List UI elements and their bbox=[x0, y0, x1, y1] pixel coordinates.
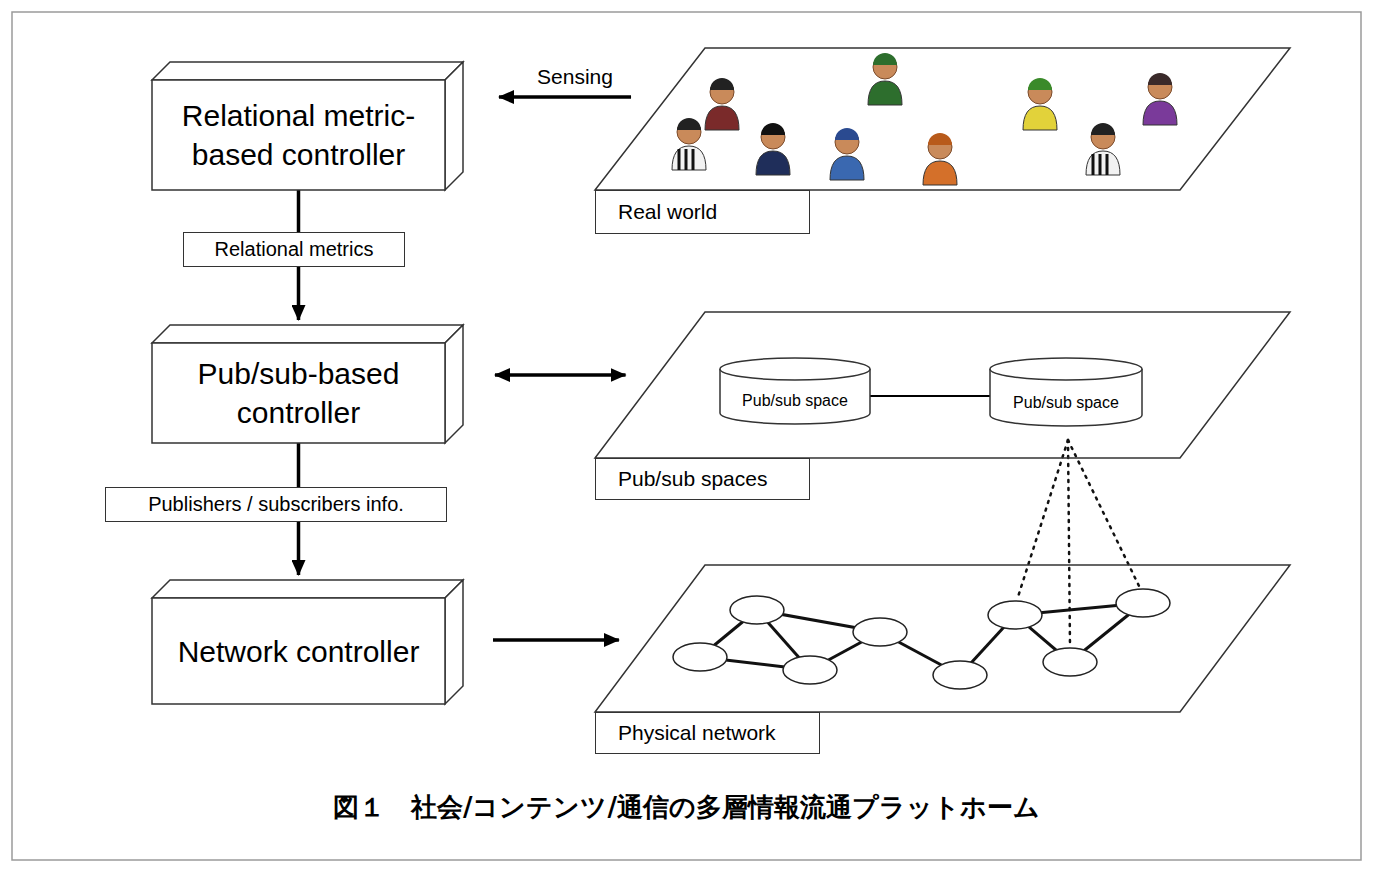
person-hair bbox=[1028, 78, 1052, 90]
connector-arrow bbox=[297, 267, 301, 320]
people-illustration bbox=[672, 53, 1177, 185]
person-body bbox=[705, 106, 739, 130]
person-hair bbox=[1091, 123, 1115, 135]
cube-front bbox=[152, 343, 445, 443]
cube-front bbox=[152, 80, 445, 190]
shape-outline bbox=[990, 358, 1142, 426]
person-hair bbox=[677, 118, 701, 130]
person-icon bbox=[923, 133, 957, 185]
layer-label: Real world bbox=[595, 190, 810, 234]
person-icon bbox=[1143, 73, 1177, 125]
cube-top bbox=[152, 580, 463, 598]
person-hair bbox=[710, 78, 734, 90]
person-body bbox=[672, 146, 706, 170]
connector-arrow bbox=[870, 395, 990, 397]
person-body bbox=[756, 151, 790, 175]
data-tag: Publishers / subscribers info. bbox=[105, 487, 447, 522]
cube-front bbox=[152, 598, 445, 704]
person-hair bbox=[761, 123, 785, 135]
person-body bbox=[1143, 101, 1177, 125]
shape-outline bbox=[595, 48, 1290, 190]
person-hair bbox=[1148, 73, 1172, 85]
layer-plane: Pub/sub spaces Pub/sub space Pub/sub space bbox=[595, 312, 1290, 500]
cylinder-top bbox=[990, 358, 1142, 380]
cube-side bbox=[445, 580, 463, 704]
cube-top bbox=[152, 62, 463, 80]
layer-name: Physical network bbox=[618, 721, 776, 745]
network-hosts bbox=[673, 589, 1170, 689]
edge-label: Sensing bbox=[535, 65, 615, 89]
shape-outline bbox=[595, 565, 1290, 712]
controller-box: Relational metric-based controller bbox=[152, 80, 445, 190]
connector-arrow bbox=[499, 95, 631, 99]
shape-outline bbox=[720, 358, 870, 424]
person-body bbox=[830, 156, 864, 180]
connector-arrow bbox=[493, 638, 619, 642]
plane-outline bbox=[595, 312, 1290, 458]
connector-arrow bbox=[297, 522, 301, 575]
person-icon bbox=[672, 118, 706, 170]
person-hair bbox=[873, 53, 897, 65]
outer-frame bbox=[12, 12, 1361, 860]
cube-side bbox=[445, 325, 463, 443]
person-icon bbox=[705, 78, 739, 130]
cube-top bbox=[152, 325, 463, 343]
layer-label: Pub/sub spaces bbox=[595, 458, 810, 500]
pubsub-cylinder: Pub/sub space bbox=[720, 358, 870, 424]
person-icon bbox=[756, 123, 790, 175]
connector-arrow bbox=[495, 373, 626, 377]
person-body bbox=[868, 81, 902, 105]
figure-caption: 図１ 社会/コンテンツ/通信の多層情報流通プラットホーム bbox=[0, 790, 1373, 825]
tag-label: Relational metrics bbox=[215, 238, 374, 261]
layer-name: Pub/sub spaces bbox=[618, 467, 767, 491]
layer-label: Physical network bbox=[595, 712, 820, 754]
person-icon bbox=[1023, 78, 1057, 130]
data-tag: Relational metrics bbox=[183, 232, 405, 267]
stripe bbox=[692, 149, 695, 170]
layer-plane: Real world bbox=[595, 48, 1290, 234]
person-body bbox=[1023, 106, 1057, 130]
shape-outline bbox=[152, 80, 445, 190]
controller-box: Network controller bbox=[152, 598, 445, 704]
controller-label: Relational metric-based controller bbox=[164, 96, 433, 174]
stripe bbox=[1106, 154, 1109, 175]
tag-label: Publishers / subscribers info. bbox=[148, 493, 404, 516]
cylinder-label: Pub/sub space bbox=[742, 392, 848, 410]
layer-name: Real world bbox=[618, 200, 717, 224]
person-body bbox=[1086, 151, 1120, 175]
cylinder-top bbox=[720, 358, 870, 380]
layer-plane: Physical network bbox=[595, 565, 1290, 754]
cube-side bbox=[445, 62, 463, 190]
stripe bbox=[1092, 154, 1095, 175]
controller-label: Pub/sub-based controller bbox=[164, 354, 433, 432]
person-icon bbox=[830, 128, 864, 180]
cylinder-label: Pub/sub space bbox=[1013, 394, 1119, 412]
person-hair bbox=[928, 133, 952, 145]
person-icon bbox=[868, 53, 902, 105]
connector-arrow bbox=[297, 443, 301, 487]
person-body bbox=[923, 161, 957, 185]
connector-arrow bbox=[297, 190, 301, 232]
plane-outline bbox=[595, 565, 1290, 712]
stripe bbox=[685, 149, 688, 170]
shape-outline bbox=[595, 312, 1290, 458]
mapping-dotted-lines bbox=[1017, 440, 1140, 647]
stripe bbox=[678, 149, 681, 170]
person-hair bbox=[835, 128, 859, 140]
plane-outline bbox=[595, 48, 1290, 190]
stripe bbox=[1099, 154, 1102, 175]
person-icon bbox=[1086, 123, 1120, 175]
controller-box: Pub/sub-based controller bbox=[152, 343, 445, 443]
pubsub-cylinder: Pub/sub space bbox=[990, 358, 1142, 426]
controller-label: Network controller bbox=[178, 632, 420, 671]
